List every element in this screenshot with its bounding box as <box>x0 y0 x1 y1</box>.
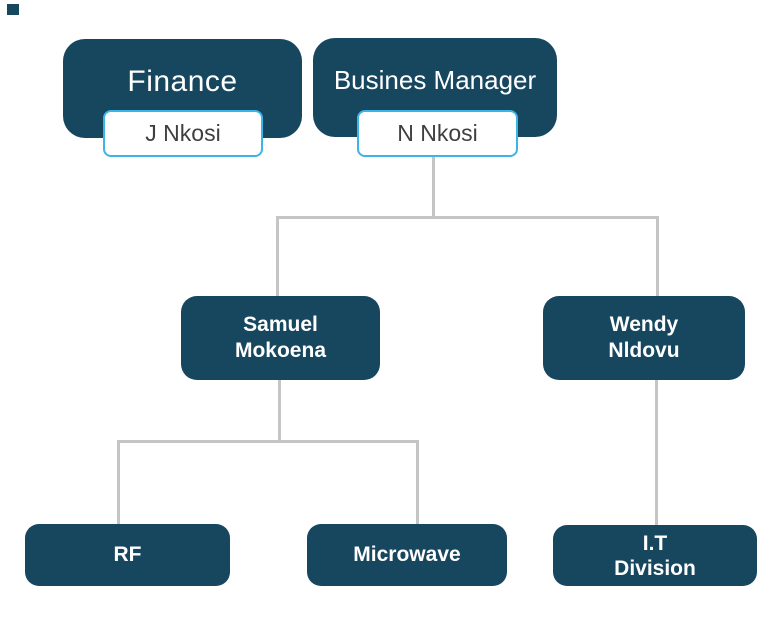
connector-manager-down <box>432 157 435 218</box>
org-node-business-manager-title: Busines Manager <box>333 65 537 95</box>
org-node-finance-title: Finance <box>127 64 238 98</box>
corner-square-mark <box>7 4 19 15</box>
org-node-it-division[interactable]: I.T Division <box>553 525 757 586</box>
connector-to-samuel <box>276 216 279 296</box>
connector-to-it-division <box>655 380 658 525</box>
connector-to-rf <box>117 440 120 524</box>
connector-top-horizontal <box>276 216 659 219</box>
connector-to-wendy <box>656 216 659 296</box>
org-label-n-nkosi-text: N Nkosi <box>397 120 478 146</box>
org-node-it-line2: Division <box>614 556 696 580</box>
connector-bottom-horizontal <box>117 440 419 443</box>
org-node-wendy-nldovu[interactable]: Wendy Nldovu <box>543 296 745 380</box>
org-node-rf-title: RF <box>113 543 142 566</box>
org-node-samuel-line2: Mokoena <box>234 339 326 362</box>
org-label-j-nkosi-text: J Nkosi <box>145 120 221 146</box>
org-label-n-nkosi[interactable]: N Nkosi <box>357 110 518 157</box>
connector-samuel-down <box>278 380 281 443</box>
org-node-wendy-line1: Wendy <box>609 313 679 336</box>
org-node-microwave[interactable]: Microwave <box>307 524 507 586</box>
connector-to-microwave <box>416 440 419 524</box>
org-node-microwave-title: Microwave <box>353 543 461 566</box>
org-node-wendy-line2: Nldovu <box>608 339 680 362</box>
org-label-j-nkosi[interactable]: J Nkosi <box>103 110 263 157</box>
org-node-samuel-mokoena[interactable]: Samuel Mokoena <box>181 296 380 380</box>
org-node-samuel-line1: Samuel <box>243 313 318 336</box>
org-node-rf[interactable]: RF <box>25 524 230 586</box>
org-node-it-line1: I.T <box>642 531 668 555</box>
